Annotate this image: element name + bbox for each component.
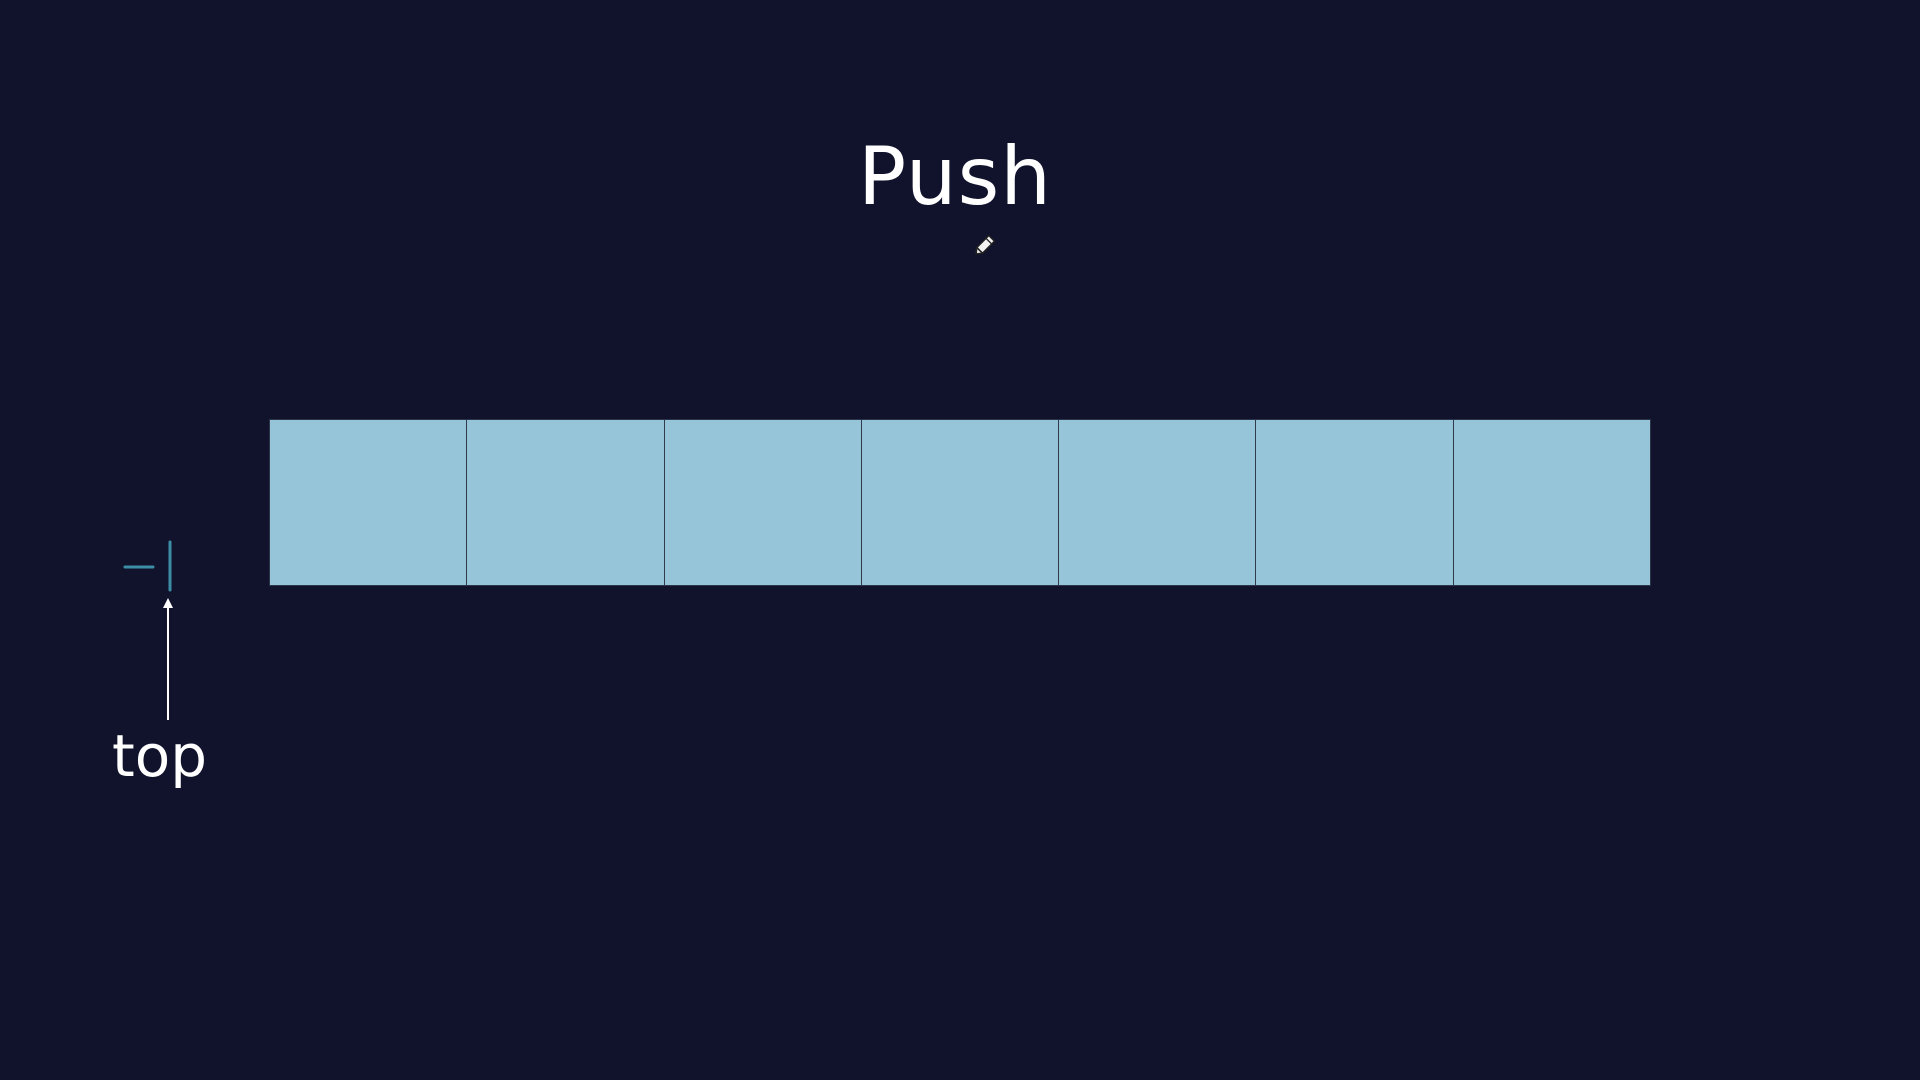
array-cell [270,420,467,585]
array-cell [663,420,861,585]
top-pointer-arrow [163,598,173,720]
array-cell [1255,420,1453,585]
array-cell [1452,420,1650,585]
top-pointer-label: top [112,722,208,790]
array-cell [1058,420,1256,585]
slide-title: Push [858,130,1052,223]
array-cell [466,420,664,585]
pencil-icon [975,235,995,255]
array-cell [860,420,1059,585]
stack-array [269,419,1651,586]
top-index-value [123,540,172,592]
